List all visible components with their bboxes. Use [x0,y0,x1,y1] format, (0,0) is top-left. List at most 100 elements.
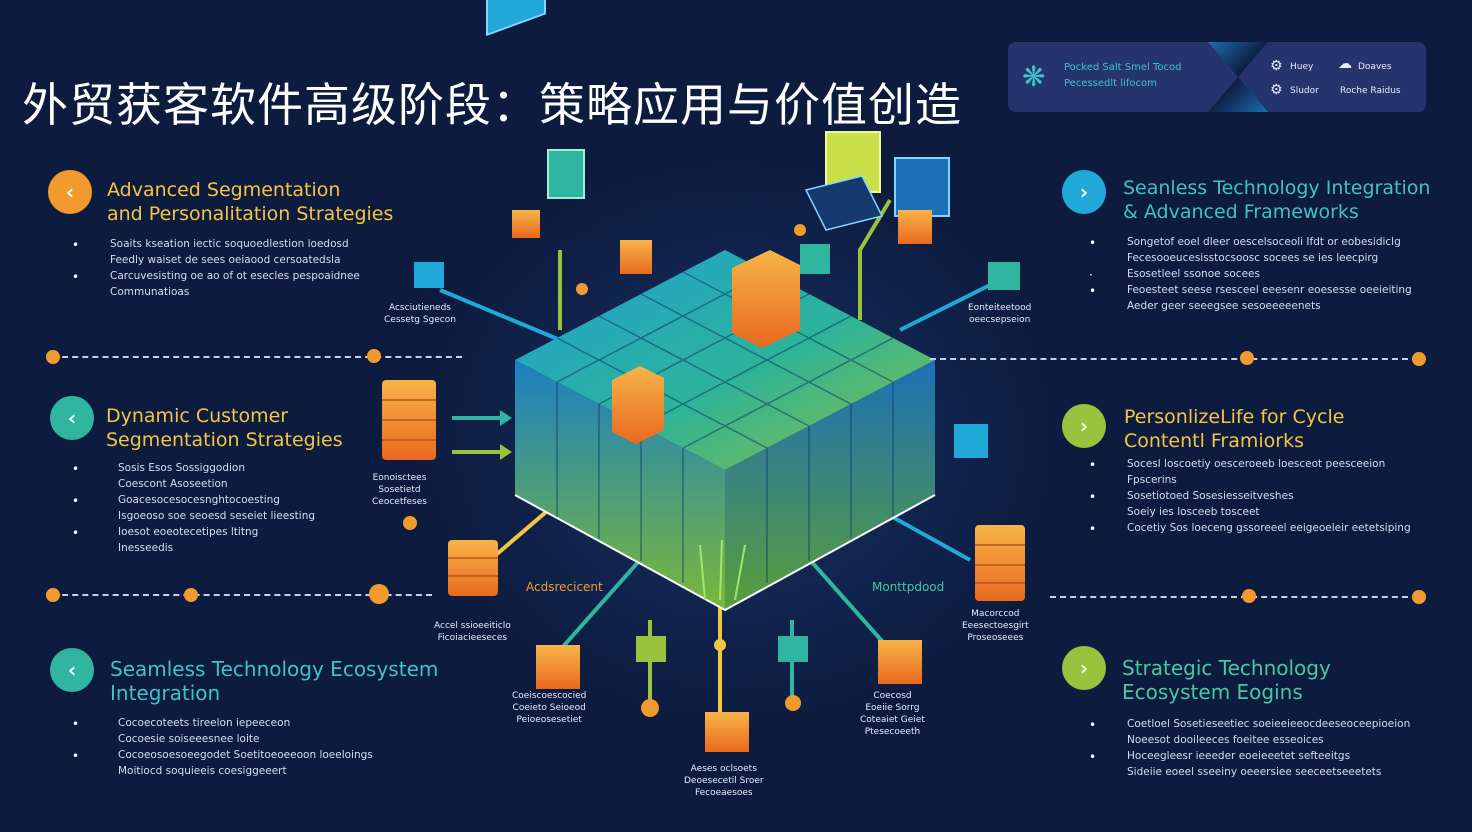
section-2-icon: ‹ [50,396,94,440]
section-title-line: Advanced Segmentation [107,179,341,201]
connector-line [879,508,971,562]
list-item: •Socesl loscoetiy oesceroeeb loesceot pe… [1089,458,1386,472]
divider-line [1050,596,1418,598]
platform-left-face [515,360,725,610]
section-4-bullets: •Songetof eoel dleer oescelsoceoli Ifdt … [1089,234,1412,314]
cube-icon [988,262,1020,290]
node-dot [403,516,417,530]
section-title-line: Ecosystem Eogins [1122,680,1303,704]
connector-line [558,558,642,652]
chevron-right-icon: › [1079,180,1089,204]
section-1-icon: ‹ [48,170,92,214]
badge-line-2: Pecessedlt lifocom [1064,78,1157,89]
divider-node [1240,351,1254,365]
cube-icon [878,640,922,684]
divider-node [1412,590,1426,604]
list-item: •Coetloel Sosetieseetiec soeieeieeocdees… [1089,718,1411,732]
server-stack-icon [975,525,1025,601]
section-5-title: PersonlizeLife for Cycle Contentl Framio… [1124,405,1344,453]
section-1-bullets: •Soaits kseation iectic soquoedlestion l… [72,236,360,300]
monitor-icon [547,149,585,199]
cube-icon [778,636,808,662]
connector-line [808,558,892,652]
list-item: •Carcuvesisting oe ao of ot esecles pesp… [72,270,360,284]
cube-icon [512,210,540,238]
connector-line [899,278,1001,332]
list-item: •Soaits kseation iectic soquoedlestion l… [72,238,349,252]
list-item: Coescont Asoseetion [118,478,228,490]
header-badge: ❋ Pocked Salt Smel Tocod Pecessedlt lifo… [1008,42,1426,112]
section-3-title: Seamless Technology Ecosystem Integratio… [110,657,438,705]
keyboard-icon [804,175,884,231]
server-stack-icon [382,380,436,460]
list-item: Soeiy ies losceeb tosceet [1127,506,1260,518]
section-title-line: Seanless Technology Integration [1123,177,1431,199]
section-4-title: Seanless Technology Integration & Advanc… [1123,176,1430,224]
cube-icon [414,262,444,288]
list-item: •Goacesocesocesnghtocoesting [72,494,280,508]
section-5-bullets: •Socesl loscoetiy oesceroeeb loesceot pe… [1089,456,1411,536]
list-item: •Cocetiy Sos loeceng gssoreeel eeigeoele… [1089,522,1411,536]
divider-node [369,584,389,604]
section-title-line: & Advanced Frameworks [1123,201,1359,223]
section-6-icon: › [1062,646,1106,690]
server-tower [732,250,800,348]
list-item: Isgoeoso soe seoesd seseiet lieesting [118,510,316,522]
chevron-left-icon: ‹ [67,406,77,430]
divider-node [46,588,60,602]
platform-base-edge [514,494,936,612]
section-6-title: Strategic Technology Ecosystem Eogins [1122,656,1331,704]
chevron-right-icon: › [1079,414,1089,438]
monitor-icon [486,0,546,37]
list-item: ·Esosetleel ssonoe socees [1089,268,1260,282]
section-2-bullets: •Sosis Esos Sossiggodion Coescont Asosee… [72,460,316,556]
list-item: Aeder geer seeegsee sesoeeeeenets [1127,300,1321,312]
section-3-icon: ‹ [50,648,94,692]
divider-node [367,349,381,363]
arrow-head [500,410,512,426]
list-item: Communatioas [110,286,190,298]
section-title-line: Integration [110,681,221,705]
gear-icon: ⚙ [1270,58,1283,74]
monitor-icon [894,157,950,217]
node-dot [714,639,726,651]
section-title-line: and Personalitation Strategies [107,203,394,225]
list-item: Fpscerins [1127,474,1177,486]
node-dot [794,224,806,236]
list-item: Inesseedis [118,542,174,554]
list-item: •Hoceegleesr ieeeder eoeieeetet sefteeit… [1089,750,1351,764]
gear-icon: ⚙ [1270,82,1283,98]
section-title-line: Dynamic Customer [106,405,289,427]
list-item: •Cocoecoteets tireelon iepeeceon [72,717,291,731]
section-5-icon: › [1062,404,1106,448]
divider-line [930,358,1418,360]
list-item: Cocoesie soiseeesnee loite [118,733,260,745]
section-title-line: Strategic Technology [1122,656,1331,680]
chevron-right-icon: › [1079,656,1089,680]
node-dot [785,695,801,711]
cube-icon [620,240,652,274]
section-6-bullets: •Coetloel Sosetieseetiec soeieeieeocdees… [1089,716,1411,780]
divider-line [52,356,462,358]
diagram-accent-label: Acdsrecicent [526,580,603,594]
list-item: Sideiie eoeel sseeiny oeeersiee seeceets… [1127,766,1382,778]
server-tower [612,366,664,444]
cube-icon [898,210,932,244]
cloud-icon: ☁ [1338,56,1352,72]
badge-right-4: Roche Raidus [1340,86,1401,96]
list-item: Moitiocd soquieeis coesiggeeert [118,765,287,777]
chevron-left-icon: ‹ [65,180,75,204]
section-4-icon: › [1062,170,1106,214]
cube-icon [800,244,830,274]
list-item: •Sosetiotoed Sosesiesseitveshes [1089,490,1294,504]
list-item: Feedly waiset de sees oeiaood cersoateds… [110,254,341,266]
arrow-head [500,444,512,460]
node-dot [641,699,659,717]
